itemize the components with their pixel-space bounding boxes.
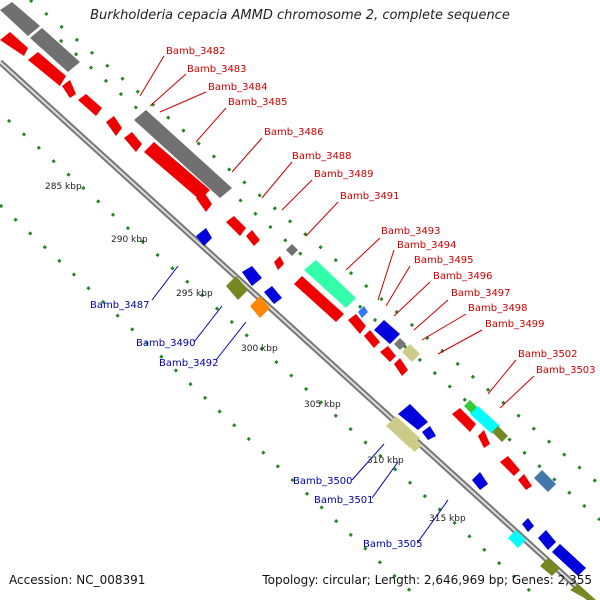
gene-3505-arrow <box>472 472 488 490</box>
gene-teal-block <box>304 260 356 308</box>
gene-grey-2 <box>30 28 80 72</box>
gene-3496-arrow <box>294 276 344 322</box>
chromosome-backbone <box>0 59 596 600</box>
inner-ring-1 <box>6 118 542 600</box>
gene-label[interactable]: Bamb_3493 <box>381 226 441 237</box>
forward-genes <box>0 32 532 490</box>
tick-label: 290 kbp <box>111 235 148 245</box>
gene-blue-end-2 <box>538 530 556 550</box>
gene-3486-arrow <box>106 116 122 136</box>
gene-label[interactable]: Bamb_3505 <box>363 539 423 550</box>
reverse-leader-lines <box>151 265 449 543</box>
gene-label[interactable]: Bamb_3494 <box>397 240 457 251</box>
gene-grey-1 <box>0 2 40 36</box>
gene-label[interactable]: Bamb_3499 <box>485 319 545 330</box>
gene-label[interactable]: Bamb_3483 <box>187 64 247 75</box>
gene-label[interactable]: Bamb_3497 <box>451 288 511 299</box>
gene-grey-mid <box>394 338 406 350</box>
gene-blue-mid <box>374 320 400 344</box>
tick-label: 315 kbp <box>429 514 466 524</box>
gene-3492-arrow <box>264 286 282 304</box>
forward-leader-lines <box>139 55 535 409</box>
gene-3500-arrow <box>398 404 428 430</box>
tick-label: 300 kbp <box>241 344 278 354</box>
gene-steel-blue <box>534 470 556 492</box>
gene-label[interactable]: Bamb_3482 <box>166 46 226 57</box>
gene-3482-arrow <box>0 32 28 56</box>
gene-label[interactable]: Bamb_3490 <box>136 338 196 349</box>
gene-label[interactable]: Bamb_3502 <box>518 349 578 360</box>
gene-3503b-arrow <box>500 456 520 476</box>
gene-cyan-3502 <box>470 406 500 434</box>
grey-features <box>0 2 298 256</box>
gene-3501-block <box>406 434 422 452</box>
gene-3483-arrow <box>28 52 66 86</box>
gene-3484-arrow <box>62 80 76 98</box>
gene-label[interactable]: Bamb_3485 <box>228 97 288 108</box>
ruler-tick-labels: 285 kbp 290 kbp 295 kbp 300 kbp 305 kbp … <box>45 182 466 524</box>
gene-3490-arrow <box>242 266 262 286</box>
tick-label: 285 kbp <box>45 182 82 192</box>
gene-label[interactable]: Bamb_3500 <box>293 476 353 487</box>
reverse-gene-labels: Bamb_3487 Bamb_3490 Bamb_3492 Bamb_3500 … <box>90 300 423 550</box>
coloured-features <box>304 260 596 600</box>
gene-label[interactable]: Bamb_3486 <box>264 127 324 138</box>
gene-label[interactable]: Bamb_3496 <box>433 271 493 282</box>
gene-3500b-arrow <box>422 426 436 440</box>
gene-3489-arrow <box>144 142 210 200</box>
gene-grey-4 <box>286 244 298 256</box>
gene-3493-arrow <box>226 216 246 236</box>
gene-3495-arrow <box>274 256 284 270</box>
gene-olive-end-2 <box>570 584 596 600</box>
gene-3485-arrow <box>78 94 102 116</box>
gene-blue-end-3 <box>552 544 586 576</box>
gene-3503c-arrow <box>518 474 532 490</box>
gene-label[interactable]: Bamb_3498 <box>468 303 528 314</box>
gene-3505-cyan <box>508 530 526 548</box>
gene-3499b-arrow <box>394 358 408 376</box>
gene-label[interactable]: Bamb_3501 <box>314 495 374 506</box>
gene-3487-arrow <box>196 228 212 246</box>
gene-label[interactable]: Bamb_3484 <box>208 82 268 93</box>
gene-label[interactable]: Bamb_3488 <box>292 151 352 162</box>
gene-label[interactable]: Bamb_3503 <box>536 365 596 376</box>
gene-3491-arrow <box>196 192 212 212</box>
gene-3497-arrow <box>348 314 366 334</box>
gene-olive-end <box>540 558 560 576</box>
gene-3502-arrow <box>452 408 476 432</box>
gene-label[interactable]: Bamb_3489 <box>314 169 374 180</box>
gene-label[interactable]: Bamb_3492 <box>159 358 219 369</box>
reverse-genes <box>196 228 526 548</box>
accession-text: Accession: NC_008391 <box>9 573 146 587</box>
inner-ring-2 <box>0 203 422 600</box>
gene-small-blue <box>358 306 368 318</box>
gene-grey-3 <box>134 110 232 198</box>
gene-olive-mid <box>402 344 420 362</box>
gene-olive-3503 <box>492 426 508 442</box>
gene-3494-arrow <box>246 230 260 246</box>
gene-3503-arrow <box>478 430 490 448</box>
gene-3498-arrow <box>364 330 380 348</box>
tick-label: 295 kbp <box>176 289 213 299</box>
forward-gene-labels: Bamb_3482 Bamb_3483 Bamb_3484 Bamb_3485 … <box>166 46 596 376</box>
gene-3488-arrow <box>124 132 142 152</box>
tick-label: 305 kbp <box>304 400 341 410</box>
gene-label[interactable]: Bamb_3495 <box>414 255 474 266</box>
map-title: Burkholderia cepacia AMMD chromosome 2, … <box>90 8 510 23</box>
gene-label[interactable]: Bamb_3491 <box>340 191 400 202</box>
gene-label[interactable]: Bamb_3487 <box>90 300 150 311</box>
gene-3490-block <box>226 276 248 300</box>
gene-blue-end-1 <box>522 518 534 532</box>
tick-label: 310 kbp <box>367 456 404 466</box>
topology-text: Topology: circular; Length: 2,646,969 bp… <box>262 573 592 587</box>
gene-3492-block <box>250 296 270 318</box>
gene-3499-arrow <box>380 346 396 362</box>
